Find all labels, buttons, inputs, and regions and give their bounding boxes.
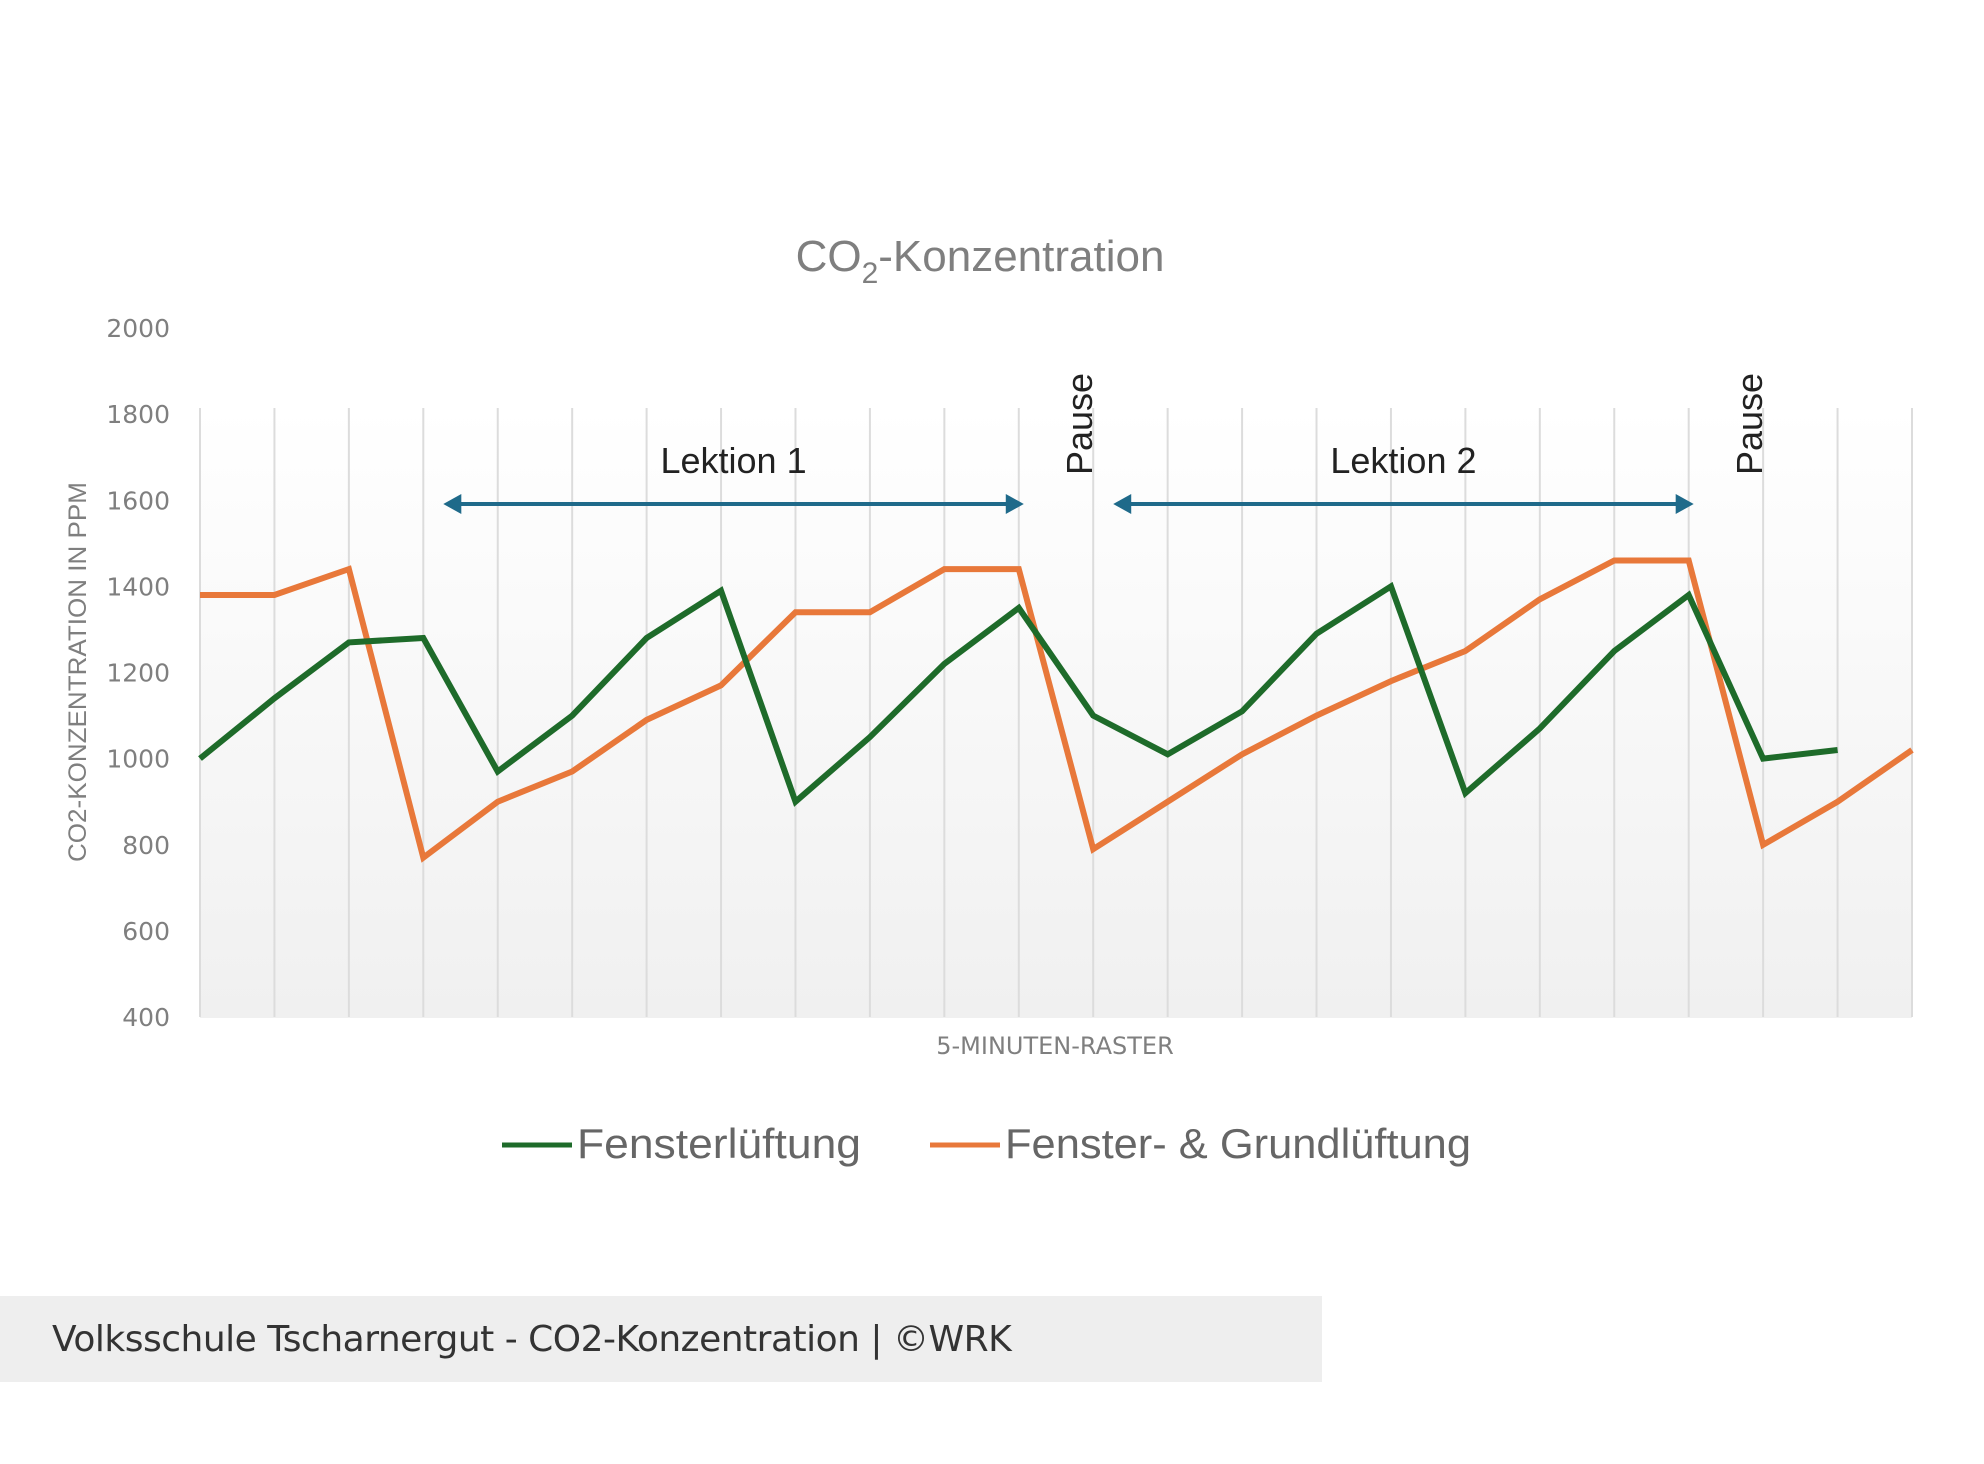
arrow-left-icon — [1113, 494, 1132, 514]
legend-label-fensterlueftung: Fensterlüftung — [577, 1120, 861, 1167]
series-fensterlueftung-line — [198, 581, 1838, 807]
caption-text: Volksschule Tscharnergut - CO2-Konzentra… — [52, 1318, 1012, 1360]
arrow-left-icon — [443, 494, 462, 514]
series-lines — [198, 557, 1914, 863]
co2-line-chart: CO2-Konzentration 2000 1800 1600 1400 1200 10… — [64, 232, 1914, 1167]
y-tick-label: 1200 — [106, 659, 170, 688]
y-tick-label: 400 — [122, 1003, 170, 1032]
y-axis-label: CO2-KONZENTRATION IN PPM — [64, 482, 92, 862]
y-tick-label: 1400 — [106, 572, 170, 601]
series-fenster-grundlueftung-line — [200, 557, 1914, 863]
arrow-right-icon — [1675, 494, 1694, 514]
lesson-arrow: Lektion 1 — [443, 440, 1024, 514]
y-tick-label: 2000 — [106, 314, 170, 343]
legend-item-fenster-grundlueftung: Fenster- & Grundlüftung — [930, 1120, 1471, 1167]
x-axis-label: 5-MINUTEN-RASTER — [936, 1032, 1174, 1060]
legend: Fensterlüftung Fenster- & Grundlüftung — [502, 1120, 1471, 1167]
y-axis-ticks: 2000 1800 1600 1400 1200 1000 800 600 400 — [106, 314, 170, 1032]
legend-label-fenster-grundlueftung: Fenster- & Grundlüftung — [1005, 1120, 1471, 1167]
legend-item-fensterlueftung: Fensterlüftung — [502, 1120, 861, 1167]
y-tick-label: 800 — [122, 831, 170, 860]
y-tick-label: 1600 — [106, 486, 170, 515]
lesson-label: Lektion 1 — [660, 440, 806, 481]
chart-title: CO2-Konzentration — [796, 232, 1165, 290]
arrow-right-icon — [1005, 494, 1024, 514]
y-tick-label: 1800 — [106, 400, 170, 429]
y-tick-label: 600 — [122, 917, 170, 946]
pause-label: Pause — [1729, 373, 1770, 475]
pause-label: Pause — [1059, 373, 1100, 475]
lesson-arrow: Lektion 2 — [1113, 440, 1694, 514]
lesson-label: Lektion 2 — [1330, 440, 1476, 481]
y-tick-label: 1000 — [106, 745, 170, 774]
image-caption: Volksschule Tscharnergut - CO2-Konzentra… — [0, 1296, 1322, 1382]
